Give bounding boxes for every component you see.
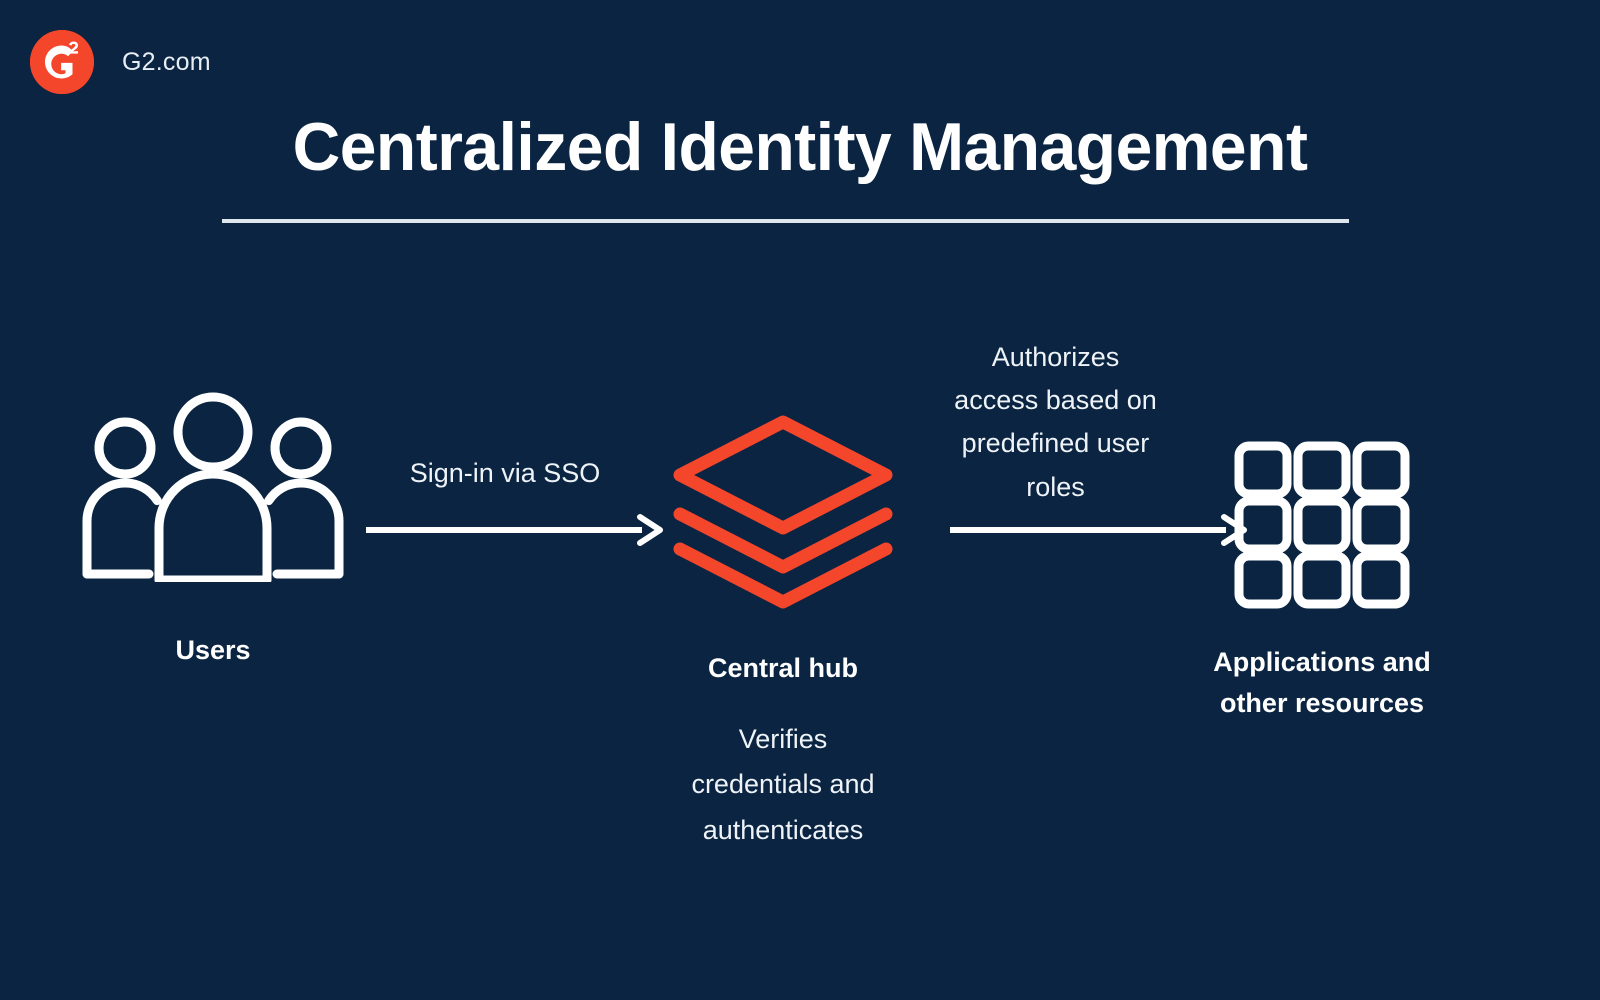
users-group-icon	[48, 392, 378, 582]
diagram-node-applications: Applications and other resources	[1172, 440, 1472, 724]
node-label-applications: Applications and other resources	[1213, 647, 1431, 719]
edge-label-authorizes-access: Authorizes access based on predefined us…	[954, 342, 1157, 502]
layers-stack-icon	[633, 412, 933, 612]
title-divider	[222, 219, 1349, 223]
brand-name: G2.com	[122, 47, 211, 76]
arrow-right-icon-hub-to-apps	[948, 512, 1248, 553]
edge-label-sign-in-via-sso: Sign-in via SSO	[409, 458, 601, 488]
page-title: Centralized Identity Management	[292, 109, 1308, 185]
node-sub-central-hub: Verifies credentials and authenticates	[691, 724, 875, 845]
brand-header: G2.com	[30, 30, 211, 94]
g2-logo-icon	[30, 30, 94, 94]
arrow-right-icon-users-to-hub	[364, 512, 664, 553]
node-label-central-hub: Central hub	[707, 653, 858, 683]
node-label-users: Users	[175, 635, 251, 665]
diagram-node-central-hub: Central hub Verifies credentials and aut…	[633, 412, 933, 853]
diagram-node-users: Users	[48, 392, 378, 671]
apps-grid-icon	[1172, 440, 1472, 610]
